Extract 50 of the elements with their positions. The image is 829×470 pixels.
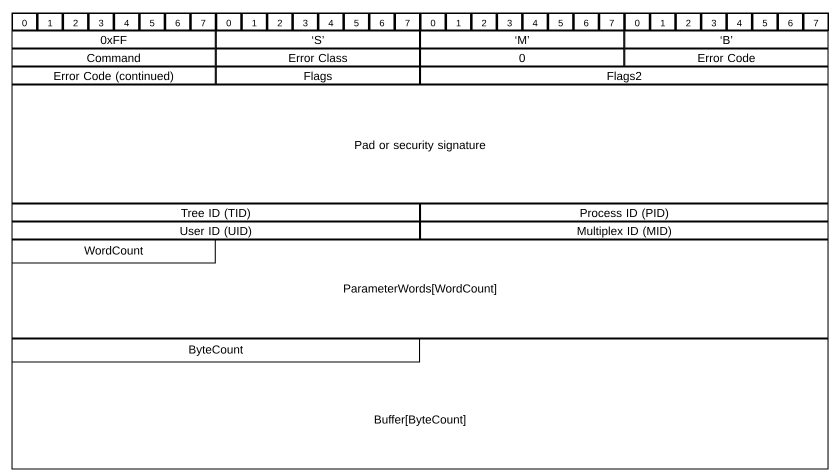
header-field: Flags2 xyxy=(420,66,829,85)
bit-number-cell: 3 xyxy=(88,12,114,32)
bit-number-cell: 2 xyxy=(266,12,293,32)
count-field: ByteCount xyxy=(12,338,420,363)
bit-number-cell: 2 xyxy=(62,12,89,32)
bit-number-cell: 0 xyxy=(216,12,242,32)
bit-number-cell: 7 xyxy=(190,12,216,32)
bit-number-cell: 1 xyxy=(446,12,472,32)
bit-number-cell: 3 xyxy=(700,12,727,32)
bit-number-cell: 7 xyxy=(802,12,829,32)
header-field: ‘S’ xyxy=(216,30,420,49)
header-field: Pad or security signature xyxy=(12,84,829,204)
header-field: User ID (UID) xyxy=(12,222,420,240)
header-field: Error Code (continued) xyxy=(12,66,216,85)
bit-number-cell: 2 xyxy=(675,12,702,32)
count-field: WordCount xyxy=(12,240,216,264)
bit-number-cell: 3 xyxy=(292,12,318,32)
header-field: Error Class xyxy=(216,48,420,67)
header-field: 0 xyxy=(420,48,624,67)
bit-number-cell: 0 xyxy=(12,12,38,32)
bit-number-cell: 0 xyxy=(624,12,650,32)
bit-number-cell: 1 xyxy=(241,12,268,32)
header-field: 0xFF xyxy=(12,30,216,49)
bit-number-cell: 6 xyxy=(164,12,191,32)
bit-number-cell: 5 xyxy=(343,12,370,32)
header-field: Tree ID (TID) xyxy=(12,204,420,222)
bit-number-cell: 6 xyxy=(777,12,804,32)
bit-number-cell: 5 xyxy=(548,12,574,32)
bit-number-cell: 7 xyxy=(394,12,421,32)
header-field: Multiplex ID (MID) xyxy=(420,222,829,240)
bit-number-cell: 6 xyxy=(573,12,600,32)
bit-number-cell: 0 xyxy=(420,12,446,32)
bit-number-cell: 4 xyxy=(318,12,344,32)
bit-number-cell: 5 xyxy=(752,12,778,32)
bit-number-cell: 3 xyxy=(496,12,523,32)
bit-number-cell: 4 xyxy=(114,12,140,32)
header-field: Command xyxy=(12,48,216,67)
bit-number-cell: 1 xyxy=(37,12,64,32)
header-field: Flags xyxy=(216,66,420,85)
bit-number-cell: 7 xyxy=(598,12,625,32)
header-field: ‘M’ xyxy=(420,30,624,49)
bit-number-cell: 1 xyxy=(650,12,676,32)
header-field: Process ID (PID) xyxy=(420,204,829,222)
bit-number-cell: 6 xyxy=(368,12,395,32)
bit-number-cell: 4 xyxy=(726,12,752,32)
header-field: ‘B’ xyxy=(624,30,829,49)
bit-number-cell: 2 xyxy=(471,12,498,32)
bit-number-cell: 4 xyxy=(522,12,548,32)
header-field: Error Code xyxy=(624,48,829,67)
bit-number-cell: 5 xyxy=(139,12,166,32)
